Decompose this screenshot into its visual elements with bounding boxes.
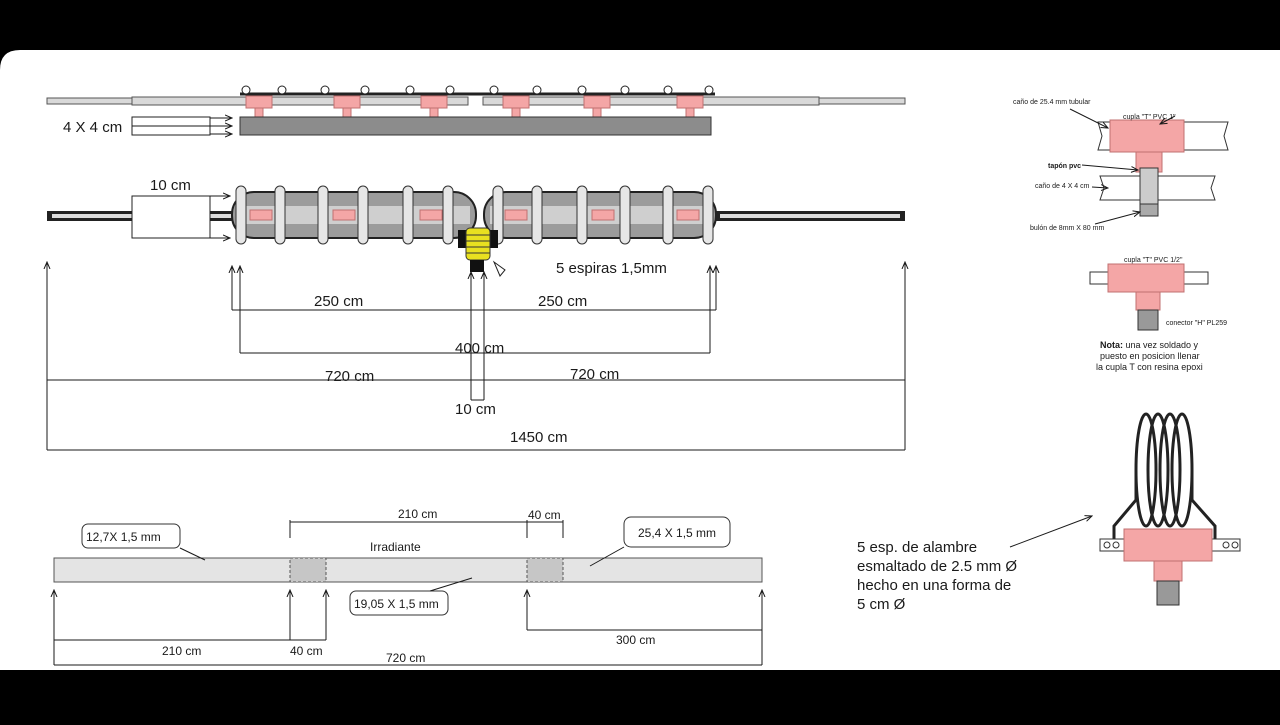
tee-detail xyxy=(1069,108,1229,225)
label-10cm-bottom: 10 cm xyxy=(455,401,496,418)
label-tube-mid: 19,05 X 1,5 mm xyxy=(354,597,439,611)
label-720-left: 720 cm xyxy=(325,368,374,385)
label-tube-small: 12,7X 1,5 mm xyxy=(86,530,161,544)
bottom-black-band xyxy=(0,670,1280,720)
bottom-element xyxy=(54,516,762,666)
label-tube: caño de 25.4 mm tubular xyxy=(1013,99,1091,106)
label-400: 400 cm xyxy=(455,340,504,357)
label-720-right: 720 cm xyxy=(570,366,619,383)
label-tee: cupla "T" PVC 1" xyxy=(1123,114,1176,121)
top-tees xyxy=(245,95,704,119)
label-210-bottom: 210 cm xyxy=(162,644,201,658)
label-connector: conector "H" PL259 xyxy=(1166,320,1227,327)
label-250-left: 250 cm xyxy=(314,293,363,310)
coil-detail xyxy=(1009,412,1241,606)
top-wire-circles xyxy=(241,85,714,95)
note-line1: Nota: una vez soldado y xyxy=(1100,340,1199,350)
note-text1: una vez soldado y xyxy=(1123,340,1199,350)
label-bolt: bulón de 8mm X 80 mm xyxy=(1030,225,1104,232)
label-210-top: 210 cm xyxy=(398,507,437,521)
label-radiating: Irradiante xyxy=(370,540,421,554)
square-boom xyxy=(239,116,712,136)
coil-line2: esmaltado de 2.5 mm Ø xyxy=(857,558,1017,575)
label-square: caño de 4 X 4 cm xyxy=(1035,183,1090,190)
note-bold: Nota: xyxy=(1100,340,1123,350)
label-1450: 1450 cm xyxy=(510,429,568,446)
middle-top-view: 5 espiras 1,5mm 10 cm xyxy=(47,177,905,277)
label-40-top: 40 cm xyxy=(528,508,561,522)
note-line2: puesto en posicion llenar xyxy=(1100,351,1200,361)
top-side-view: 4 X 4 cm xyxy=(46,85,906,136)
label-300: 300 cm xyxy=(616,633,655,647)
label-720-bottom: 720 cm xyxy=(386,651,425,665)
top-black-band xyxy=(0,0,1280,50)
coil-line1: 5 esp. de alambre xyxy=(857,539,977,556)
center-coil xyxy=(458,227,498,272)
label-10cm-top: 10 cm xyxy=(150,177,191,194)
label-five-turns: 5 espiras 1,5mm xyxy=(556,260,667,277)
label-cap: tapón pvc xyxy=(1048,163,1081,170)
label-tube-large: 25,4 X 1,5 mm xyxy=(638,526,716,540)
dimension-lines xyxy=(47,262,905,451)
tee-half-detail xyxy=(1089,263,1209,331)
coil-line4: 5 cm Ø xyxy=(857,596,906,613)
coil-line3: hecho en una forma de xyxy=(857,577,1011,594)
label-tee-half: cupla "T" PVC 1/2" xyxy=(1124,257,1183,264)
label-40-bottom: 40 cm xyxy=(290,644,323,658)
label-4x4: 4 X 4 cm xyxy=(63,119,122,136)
label-250-right: 250 cm xyxy=(538,293,587,310)
note-line3: la cupla T con resina epoxi xyxy=(1096,362,1203,372)
middle-pink-blocks xyxy=(249,209,700,221)
middle-ribs xyxy=(235,185,714,245)
